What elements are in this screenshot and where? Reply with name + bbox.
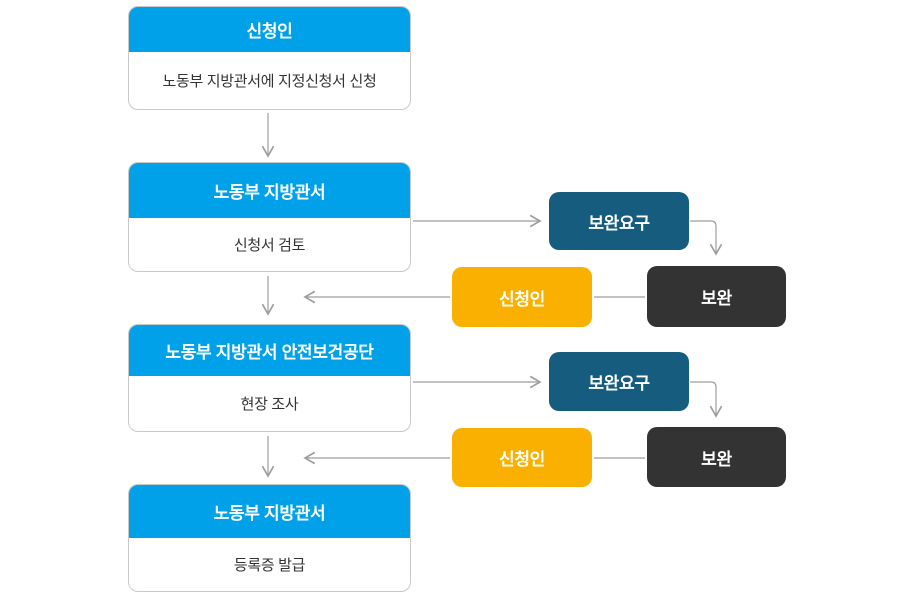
node-labor-office-issue-body: 등록증 발급 <box>129 538 410 591</box>
node-labor-office-issue-header: 노동부 지방관서 <box>129 485 410 538</box>
node-safety-agency-inspection: 노동부 지방관서 안전보건공단 현장 조사 <box>128 324 411 432</box>
node-labor-office-issue-title: 노동부 지방관서 <box>213 504 326 523</box>
node-safety-agency-inspection-title: 노동부 지방관서 안전보건공단 <box>165 343 374 362</box>
node-safety-agency-inspection-header: 노동부 지방관서 안전보건공단 <box>129 325 410 376</box>
node-labor-office-issue: 노동부 지방관서 등록증 발급 <box>128 484 411 592</box>
node-labor-office-review-desc: 신청서 검토 <box>233 237 306 254</box>
node-labor-office-review: 노동부 지방관서 신청서 검토 <box>128 162 411 272</box>
pill-applicant-2: 신청인 <box>452 428 592 487</box>
node-applicant-start-body: 노동부 지방관서에 지정신청서 신청 <box>129 52 410 109</box>
node-applicant-start-title: 신청인 <box>246 22 293 41</box>
pill-supplement-2: 보완 <box>647 427 786 487</box>
pill-applicant-1: 신청인 <box>452 267 592 327</box>
node-labor-office-review-title: 노동부 지방관서 <box>213 183 326 202</box>
node-safety-agency-inspection-body: 현장 조사 <box>129 376 410 431</box>
arrow-request2-to-supplement2 <box>690 381 723 418</box>
node-safety-agency-inspection-desc: 현장 조사 <box>240 396 299 413</box>
pill-supplement-request-1-label: 보완요구 <box>588 213 650 233</box>
pill-supplement-request-2: 보완요구 <box>549 352 689 411</box>
pill-applicant-1-label: 신청인 <box>498 289 546 309</box>
arrow-request1-to-supplement1 <box>690 220 723 256</box>
pill-supplement-request-1: 보완요구 <box>549 192 689 250</box>
node-applicant-start-header: 신청인 <box>129 7 410 52</box>
node-labor-office-review-body: 신청서 검토 <box>129 218 410 271</box>
node-labor-office-issue-desc: 등록증 발급 <box>233 557 306 574</box>
node-applicant-start: 신청인 노동부 지방관서에 지정신청서 신청 <box>128 6 411 110</box>
node-labor-office-review-header: 노동부 지방관서 <box>129 163 410 218</box>
pill-supplement-1-label: 보완 <box>701 289 732 308</box>
pill-supplement-request-2-label: 보완요구 <box>588 374 650 393</box>
pill-supplement-1: 보완 <box>647 266 786 327</box>
pill-applicant-2-label: 신청인 <box>498 450 546 469</box>
pill-supplement-2-label: 보완 <box>701 449 732 469</box>
node-applicant-start-desc: 노동부 지방관서에 지정신청서 신청 <box>162 73 377 90</box>
